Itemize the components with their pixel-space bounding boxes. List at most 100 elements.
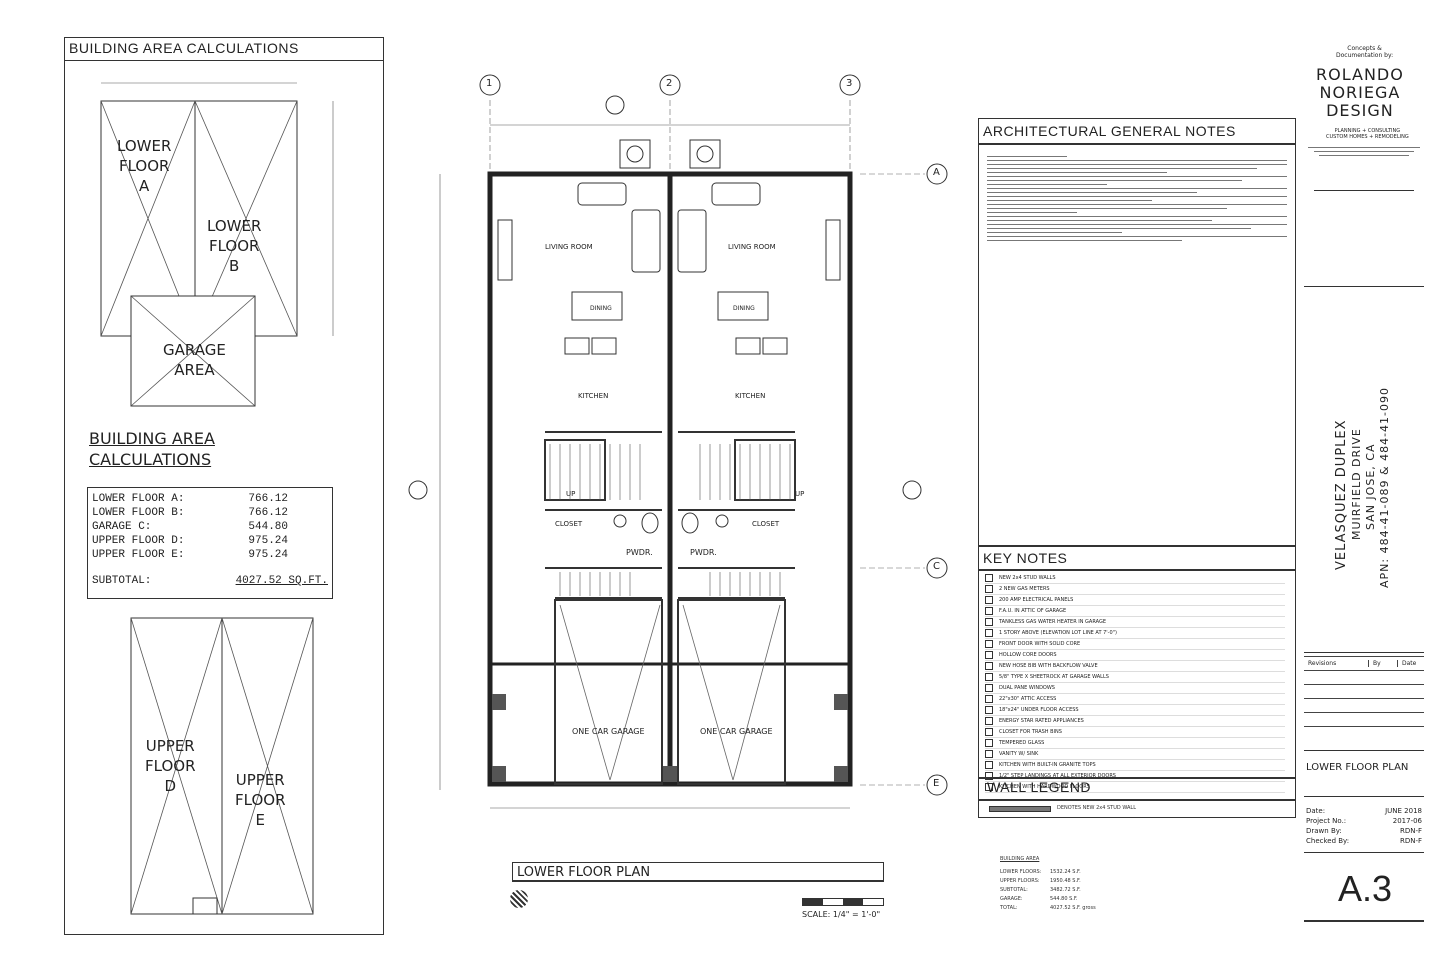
key-note-text: TANKLESS GAS WATER HEATER IN GARAGE	[999, 619, 1106, 625]
key-note-text: CLOSET FOR TRASH BINS	[999, 729, 1062, 735]
drawn-by-key: Drawn By:	[1306, 827, 1342, 835]
tb-divider-5	[1304, 852, 1424, 853]
wall-legend-swatch	[989, 806, 1051, 812]
project-no-key: Project No.:	[1306, 817, 1347, 825]
revision-row	[1304, 713, 1424, 727]
firm-name: ROLANDO NORIEGA DESIGN	[1316, 65, 1404, 120]
summary-title: BUILDING AREA	[1000, 856, 1040, 862]
area-row: LOWER FLOOR B:766.12	[92, 506, 328, 520]
key-note-item: ENERGY STAR RATED APPLIANCES	[985, 716, 1285, 727]
room-garage-1: ONE CAR GARAGE	[572, 727, 645, 736]
plan-title-box: LOWER FLOOR PLAN	[512, 862, 884, 882]
area-row-value: 975.24	[248, 549, 288, 561]
revision-row	[1304, 699, 1424, 713]
area-row: LOWER FLOOR A: 766.12	[92, 492, 328, 506]
key-note-number-box	[985, 607, 993, 615]
area-row: GARAGE C:544.80	[92, 520, 328, 534]
floor-plan-drawing	[408, 74, 948, 809]
lower-floor-a-label: LOWER FLOOR A	[117, 137, 172, 195]
project-apn: APN: 484-41-089 & 484-41-090	[1378, 386, 1391, 588]
sheet-number: A.3	[1338, 868, 1393, 909]
grid-label-e: E	[933, 778, 940, 789]
area-row-value: 975.24	[248, 535, 288, 547]
summary-value: 1950.48 S.F.	[1050, 878, 1081, 884]
key-note-text: F.A.U. IN ATTIC OF GARAGE	[999, 608, 1067, 614]
area-row-label: GARAGE C:	[92, 521, 152, 533]
key-note-number-box	[985, 618, 993, 626]
key-note-item: 2 NEW GAS METERS	[985, 584, 1285, 595]
key-note-text: 22"x30" ATTIC ACCESS	[999, 696, 1057, 702]
area-row: UPPER FLOOR D:975.24	[92, 534, 328, 548]
grid-label-3: 3	[846, 78, 853, 89]
subtotal-value: 4027.52 SQ.FT.	[235, 575, 328, 587]
summary-value: 4027.52 S.F. gross	[1050, 905, 1096, 911]
project-street: MUIRFIELD DRIVE	[1350, 428, 1363, 540]
room-kitchen-1: KITCHEN	[578, 392, 609, 400]
area-row: UPPER FLOOR E:975.24	[92, 548, 328, 562]
subtotal-label: SUBTOTAL:	[92, 575, 152, 587]
room-living-1: LIVING ROOM	[545, 243, 593, 251]
summary-row: UPPER FLOORS:1950.48 S.F.	[1000, 877, 1150, 886]
key-note-number-box	[985, 750, 993, 758]
revisions-header: Revisions By Date	[1304, 657, 1424, 671]
date-key: Date:	[1306, 807, 1326, 815]
key-note-item: 1/2" STEP LANDINGS AT ALL EXTERIOR DOORS	[985, 771, 1285, 782]
grid-label-c: C	[933, 561, 940, 572]
scale-bar	[802, 898, 884, 906]
area-calc-title: BUILDING AREA CALCULATIONS	[69, 40, 299, 56]
revision-row	[1304, 671, 1424, 685]
tb-divider-2	[1304, 652, 1424, 653]
key-notes-title: KEY NOTES	[983, 550, 1068, 566]
key-note-number-box	[985, 684, 993, 692]
room-closet-1: CLOSET	[555, 520, 583, 528]
key-note-text: TEMPERED GLASS	[999, 740, 1045, 746]
key-note-text: 18"x24" UNDER FLOOR ACCESS	[999, 707, 1079, 713]
room-closet-2: CLOSET	[752, 520, 780, 528]
sheet-title: LOWER FLOOR PLAN	[1306, 762, 1409, 773]
grid-label-1: 1	[486, 78, 493, 89]
project-info: VELASQUEZ DUPLEX MUIRFIELD DRIVE SAN JOS…	[1324, 370, 1424, 590]
key-note-item: FRONT DOOR WITH SOLID CORE	[985, 639, 1285, 650]
key-note-text: 1/2" STEP LANDINGS AT ALL EXTERIOR DOORS	[999, 773, 1116, 779]
summary-value: 3482.72 S.F.	[1050, 887, 1081, 893]
key-note-item: VANITY W/ SINK	[985, 749, 1285, 760]
key-note-text: VANITY W/ SINK	[999, 751, 1039, 757]
grid-label-2: 2	[666, 78, 673, 89]
north-arrow-icon	[510, 890, 528, 908]
room-pwdr-1: PWDR.	[626, 548, 653, 557]
wall-legend-panel: WALL LEGEND DENOTES NEW 2x4 STUD WALL	[978, 778, 1296, 818]
firm-contact-lines	[1308, 144, 1420, 159]
stair-up-1: UP	[566, 490, 576, 498]
summary-value: 544.80 S.F.	[1050, 896, 1078, 902]
key-note-number-box	[985, 783, 993, 791]
key-note-number-box	[985, 651, 993, 659]
summary-label: TOTAL:	[1000, 905, 1018, 911]
stair-up-2: UP	[795, 490, 805, 498]
summary-row: GARAGE:544.80 S.F.	[1000, 895, 1150, 904]
key-note-number-box	[985, 772, 993, 780]
key-note-text: ENERGY STAR RATED APPLIANCES	[999, 718, 1084, 724]
subtotal-row: SUBTOTAL: 4027.52 SQ.FT.	[92, 574, 328, 588]
area-row-label: LOWER FLOOR A:	[92, 493, 185, 505]
key-note-item: HOLLOW CORE DOORS	[985, 650, 1285, 661]
title-divider	[65, 60, 383, 61]
upper-floor-e-label: UPPER FLOOR E	[235, 771, 286, 829]
key-note-text: 5/8" TYPE X SHEETROCK AT GARAGE WALLS	[999, 674, 1109, 680]
project-name: VELASQUEZ DUPLEX	[1334, 419, 1349, 570]
key-note-number-box	[985, 662, 993, 670]
building-area-summary: BUILDING AREA LOWER FLOORS:1532.24 S.F.U…	[1000, 856, 1150, 913]
key-note-number-box	[985, 761, 993, 769]
room-garage-2: ONE CAR GARAGE	[700, 727, 773, 736]
area-row-value: 766.12	[248, 507, 288, 519]
key-note-number-box	[985, 673, 993, 681]
signature-icon	[1314, 172, 1414, 191]
notes-body	[987, 153, 1287, 244]
key-note-item: DUAL PANE WINDOWS	[985, 683, 1285, 694]
area-row-value: 766.12	[248, 493, 288, 505]
key-note-item: 18"x24" UNDER FLOOR ACCESS	[985, 705, 1285, 716]
key-note-item: CLOSET FOR TRASH BINS	[985, 727, 1285, 738]
revision-row	[1304, 685, 1424, 699]
key-note-text: 2 NEW GAS METERS	[999, 586, 1050, 592]
